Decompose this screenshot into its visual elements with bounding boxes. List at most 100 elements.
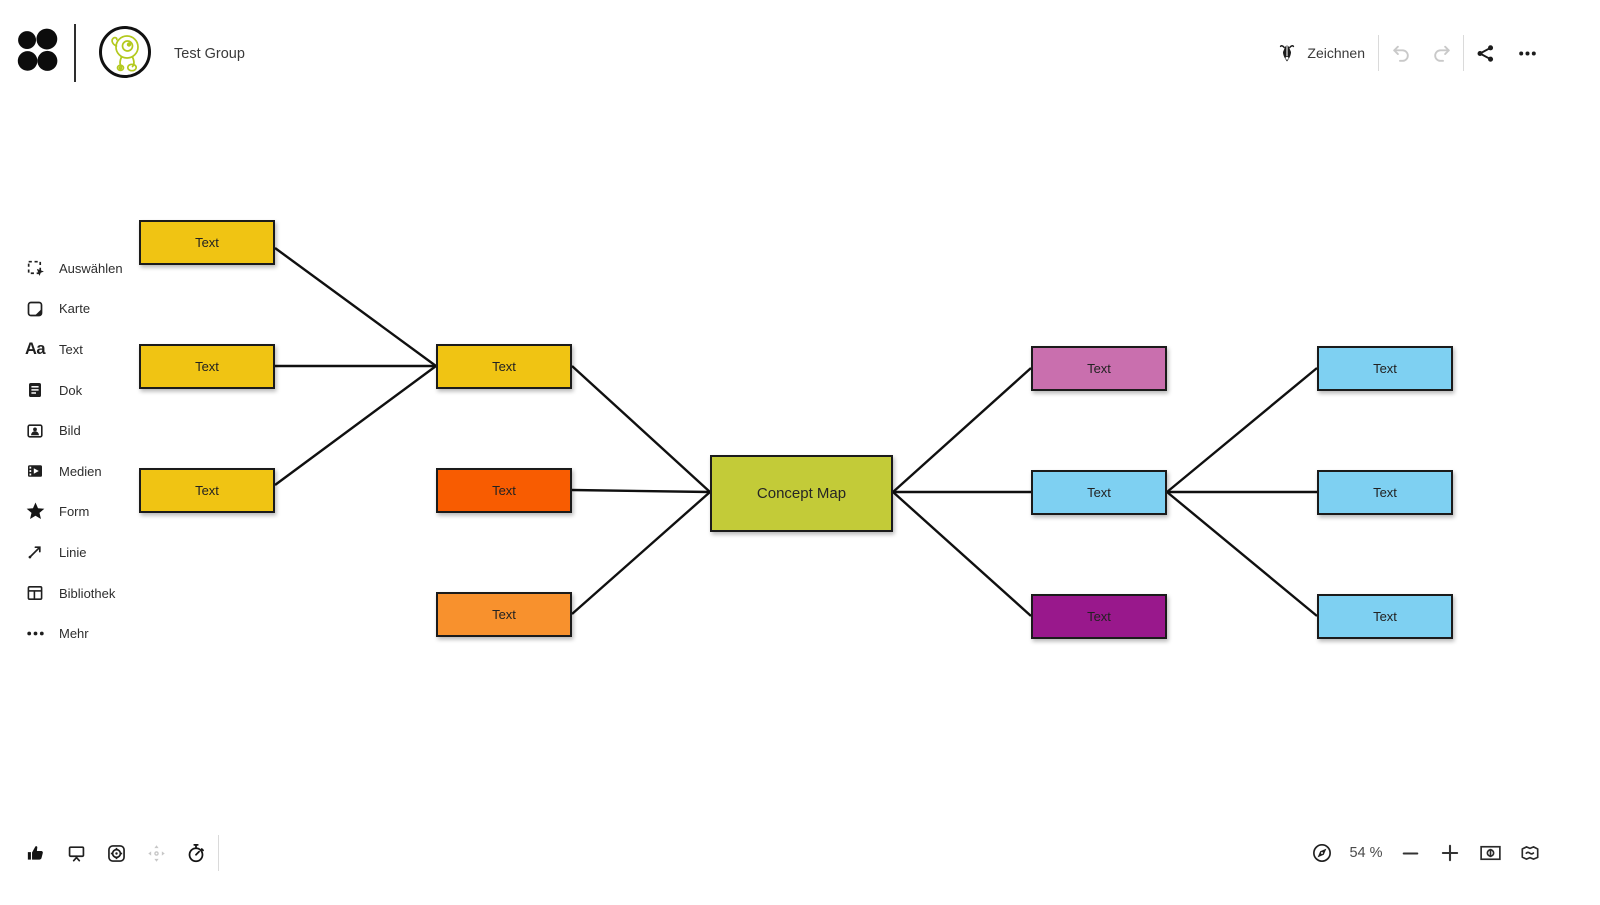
presentation-icon [66,843,87,864]
like-button[interactable] [16,836,56,870]
stopwatch-icon [185,842,207,864]
node-label: Text [195,483,219,498]
sidebar-item-label: Form [59,504,90,520]
zoom-in-button[interactable] [1430,836,1470,870]
node-mid-red[interactable]: Text [436,468,572,513]
node-mid-orange[interactable]: Text [436,592,572,637]
node-far-blue-mid[interactable]: Text [1317,470,1453,515]
avatar-doodle-icon [103,30,147,74]
sidebar-item-bibliothek[interactable]: Bibliothek [24,573,174,614]
undo-button[interactable] [1379,34,1421,72]
compass-icon [1311,842,1333,864]
node-label: Text [1373,485,1397,500]
zoom-out-button[interactable] [1390,836,1430,870]
card-icon [24,298,46,320]
node-far-blue-top[interactable]: Text [1317,346,1453,391]
toolbar-divider [218,835,219,871]
plus-icon [1439,842,1461,864]
sidebar-item-label: Auswählen [59,260,123,276]
node-label: Concept Map [756,485,847,502]
fit-to-screen-button[interactable] [1470,836,1510,870]
sidebar-item-medien[interactable]: Medien [24,451,174,492]
pen-icon [1277,43,1297,63]
zoom-controls: 54 % [1302,836,1550,870]
minimap-button[interactable] [1510,836,1550,870]
sidebar-item-mehr[interactable]: Mehr [24,613,174,654]
share-button[interactable] [1464,34,1506,72]
more-dots-icon [24,623,46,645]
line-arrow-icon [24,541,46,563]
node-label: Text [195,235,219,250]
image-icon [24,420,46,442]
sidebar-item-form[interactable]: Form [24,492,174,533]
fit-screen-icon [1478,842,1503,864]
node-right-purple[interactable]: Text [1031,594,1167,639]
header-divider [74,24,76,82]
undo-icon [1389,42,1412,65]
node-label: Text [1087,609,1111,624]
locate-button[interactable] [96,836,136,870]
node-label: Text [195,359,219,374]
sidebar-item-karte[interactable]: Karte [24,289,174,330]
node-label: Text [1087,485,1111,500]
node-left-top[interactable]: Text [139,220,275,265]
move-arrows-icon [146,843,167,864]
timer-button[interactable] [176,836,216,870]
sidebar-item-bild[interactable]: Bild [24,410,174,451]
app-logo-icon [15,26,61,76]
group-name[interactable]: Test Group [174,46,245,62]
document-icon [24,379,46,401]
node-label: Text [1373,609,1397,624]
select-icon [24,257,46,279]
target-icon [106,843,127,864]
node-left-mid[interactable]: Text [139,344,275,389]
sidebar-item-label: Bild [59,423,81,439]
board-avatar[interactable] [99,26,151,78]
share-icon [1475,43,1496,64]
sidebar-item-auswaehlen[interactable]: Auswählen [24,248,174,289]
minus-icon [1400,843,1421,864]
draw-button[interactable]: Zeichnen [1277,43,1365,63]
star-shape-icon [24,501,46,523]
follow-button[interactable] [136,836,176,870]
top-action-bar: Zeichnen [1277,33,1548,73]
node-label: Text [492,359,516,374]
redo-icon [1431,42,1454,65]
node-concept-map[interactable]: Concept Map [710,455,893,532]
node-label: Text [1087,361,1111,376]
node-far-blue-bot[interactable]: Text [1317,594,1453,639]
sidebar-item-label: Karte [59,301,91,317]
ellipsis-icon [1517,43,1538,64]
thumbs-up-icon [25,842,47,864]
sidebar-item-label: Bibliothek [59,585,116,601]
node-label: Text [492,607,516,622]
draw-label: Zeichnen [1307,45,1365,61]
compass-button[interactable] [1302,836,1342,870]
zoom-level[interactable]: 54 % [1349,845,1383,861]
redo-button[interactable] [1421,34,1463,72]
node-left-bottom[interactable]: Text [139,468,275,513]
node-label: Text [492,483,516,498]
app-logo[interactable] [15,26,61,76]
more-options-button[interactable] [1506,34,1548,72]
toolbar-divider [1463,35,1464,71]
sidebar-item-label: Dok [59,382,83,398]
text-Aa-icon: Aa [24,340,46,359]
sidebar-item-label: Text [59,341,83,357]
sidebar-item-label: Linie [59,544,87,560]
node-right-pink[interactable]: Text [1031,346,1167,391]
sidebar-item-dok[interactable]: Dok [24,370,174,411]
sidebar-item-linie[interactable]: Linie [24,532,174,573]
node-right-blue[interactable]: Text [1031,470,1167,515]
node-hub-yellow[interactable]: Text [436,344,572,389]
library-icon [24,582,46,604]
media-icon [24,460,46,482]
sidebar-item-text[interactable]: Aa Text [24,329,174,370]
sidebar-item-label: Medien [59,463,102,479]
sidebar-item-label: Mehr [59,626,89,642]
present-button[interactable] [56,836,96,870]
map-icon [1519,842,1541,864]
